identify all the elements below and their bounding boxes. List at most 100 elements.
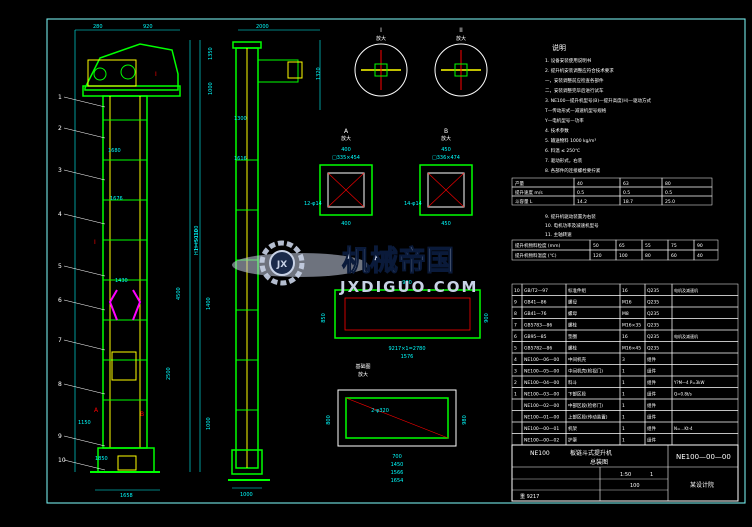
table-text: 50 xyxy=(593,243,599,249)
parts-text: 组件 xyxy=(647,414,656,421)
table-text: 提升机物料温度 (℃) xyxy=(515,252,557,259)
dim-label: 1350 xyxy=(208,47,214,60)
scale-label: 1:50 xyxy=(620,472,631,478)
parts-remark: N=…Kt-4 xyxy=(674,426,693,431)
parts-text: 4 xyxy=(514,357,517,363)
part-number: 6 xyxy=(58,297,62,304)
parts-text: Q235 xyxy=(647,300,659,306)
parts-text: GB5782—86 xyxy=(524,346,552,352)
parts-text: 8 xyxy=(514,311,517,317)
parts-text: 3 xyxy=(514,369,517,375)
table-text: 14.2 xyxy=(577,199,587,205)
dim-label: 1000 xyxy=(208,82,214,95)
parts-text: 下部区段 xyxy=(568,391,586,398)
detail-sub: 放大 xyxy=(358,371,368,378)
dim-label: 700 xyxy=(392,454,402,460)
parts-cell xyxy=(671,398,739,411)
parts-text: 组件 xyxy=(647,391,656,398)
parts-cell xyxy=(671,364,739,377)
table-cell xyxy=(693,249,719,261)
parts-text: 6 xyxy=(514,334,517,340)
part-number: 9 xyxy=(58,433,62,440)
model-label: NE100 xyxy=(530,450,550,457)
note-line: 3. NE100—提升机型号(B)—提升高度(H)—驱动方式 xyxy=(545,97,652,104)
part-number: 2 xyxy=(58,125,62,132)
table-text: 40 xyxy=(697,253,703,259)
parts-cell xyxy=(511,421,523,434)
dim-label: 1000 xyxy=(206,417,212,430)
table-text: 75 xyxy=(671,243,677,249)
flange-diag xyxy=(427,172,465,208)
parts-cell xyxy=(511,398,523,411)
part-number: 5 xyxy=(58,263,62,270)
dim-label: 2000 xyxy=(256,24,269,30)
parts-text: 组件 xyxy=(647,356,656,363)
parts-text: NE100—06—00 xyxy=(524,357,559,363)
dim-label: 12-φ14 xyxy=(304,201,322,207)
parts-text: NE100—02—00 xyxy=(524,403,559,409)
bucket-marks-left xyxy=(108,289,142,321)
parts-text: NE100—05—00 xyxy=(524,369,559,375)
leader-line xyxy=(63,265,106,277)
detail-sub: 放大 xyxy=(376,35,386,42)
parts-cell xyxy=(671,410,739,423)
detail-label: 基础图 xyxy=(355,363,370,370)
dim-label: 2-φ320 xyxy=(371,408,389,414)
dim-label: 9217×1=2780 xyxy=(388,346,425,352)
dim-label: 1850 xyxy=(95,456,108,462)
dim-label: 1450 xyxy=(391,462,404,468)
detail-label: A xyxy=(344,128,349,135)
part-number: 10 xyxy=(58,457,66,464)
dim-label: 1680 xyxy=(108,148,121,154)
table-text: 55 xyxy=(645,243,651,249)
leader-line xyxy=(63,459,106,471)
detail-sub: 放大 xyxy=(441,135,451,142)
parts-cell xyxy=(671,352,739,365)
inspection-door xyxy=(111,351,137,381)
parts-text: 9 xyxy=(514,300,517,306)
parts-text: 1 xyxy=(622,369,625,375)
parts-text: GB41—86 xyxy=(524,300,547,306)
dim-label: 1400 xyxy=(206,297,212,310)
dim-label: □336×474 xyxy=(432,155,460,161)
leader-line xyxy=(63,299,106,311)
foundation-inner xyxy=(345,397,449,439)
section-mark: B xyxy=(140,411,144,418)
parts-text: Q235 xyxy=(647,323,659,329)
parts-text: 垫圈 xyxy=(568,333,577,340)
gear-icon xyxy=(259,240,305,286)
watermark-title: 机械帝国 xyxy=(342,244,454,277)
dim-label: 280 xyxy=(93,24,103,30)
dim-label: 980 xyxy=(402,280,412,286)
note-line: 11. 主轴转速 xyxy=(545,231,572,238)
mass-label: 重 9217 xyxy=(520,493,539,500)
leader-line xyxy=(63,127,106,139)
parts-text: 5 xyxy=(514,346,517,352)
head-casing xyxy=(84,43,179,91)
side-top-plate xyxy=(232,41,262,49)
section-outline xyxy=(334,289,481,339)
parts-text: 组件 xyxy=(647,368,656,375)
drive-sprocket xyxy=(93,67,107,81)
parts-text: 1 xyxy=(622,403,625,409)
parts-text: 组件 xyxy=(647,379,656,386)
side-drive-bracket xyxy=(257,59,299,83)
parts-text: NE100—03—00 xyxy=(524,392,559,398)
section-mark: A xyxy=(94,407,99,414)
parts-cell xyxy=(511,433,523,446)
detail-sub: 放大 xyxy=(341,135,351,142)
table-text: 斗容量 L xyxy=(515,198,533,205)
parts-text: Q235 xyxy=(647,288,659,294)
dim-label: 1320 xyxy=(316,67,322,80)
parts-text: 16 xyxy=(622,288,628,294)
table-text: 120 xyxy=(593,253,602,259)
parts-cell xyxy=(671,295,739,308)
parts-text: NE100—00—01 xyxy=(524,426,559,432)
dim-label: 4500 xyxy=(176,287,182,300)
parts-text: 中间机壳(检视门) xyxy=(568,368,603,375)
